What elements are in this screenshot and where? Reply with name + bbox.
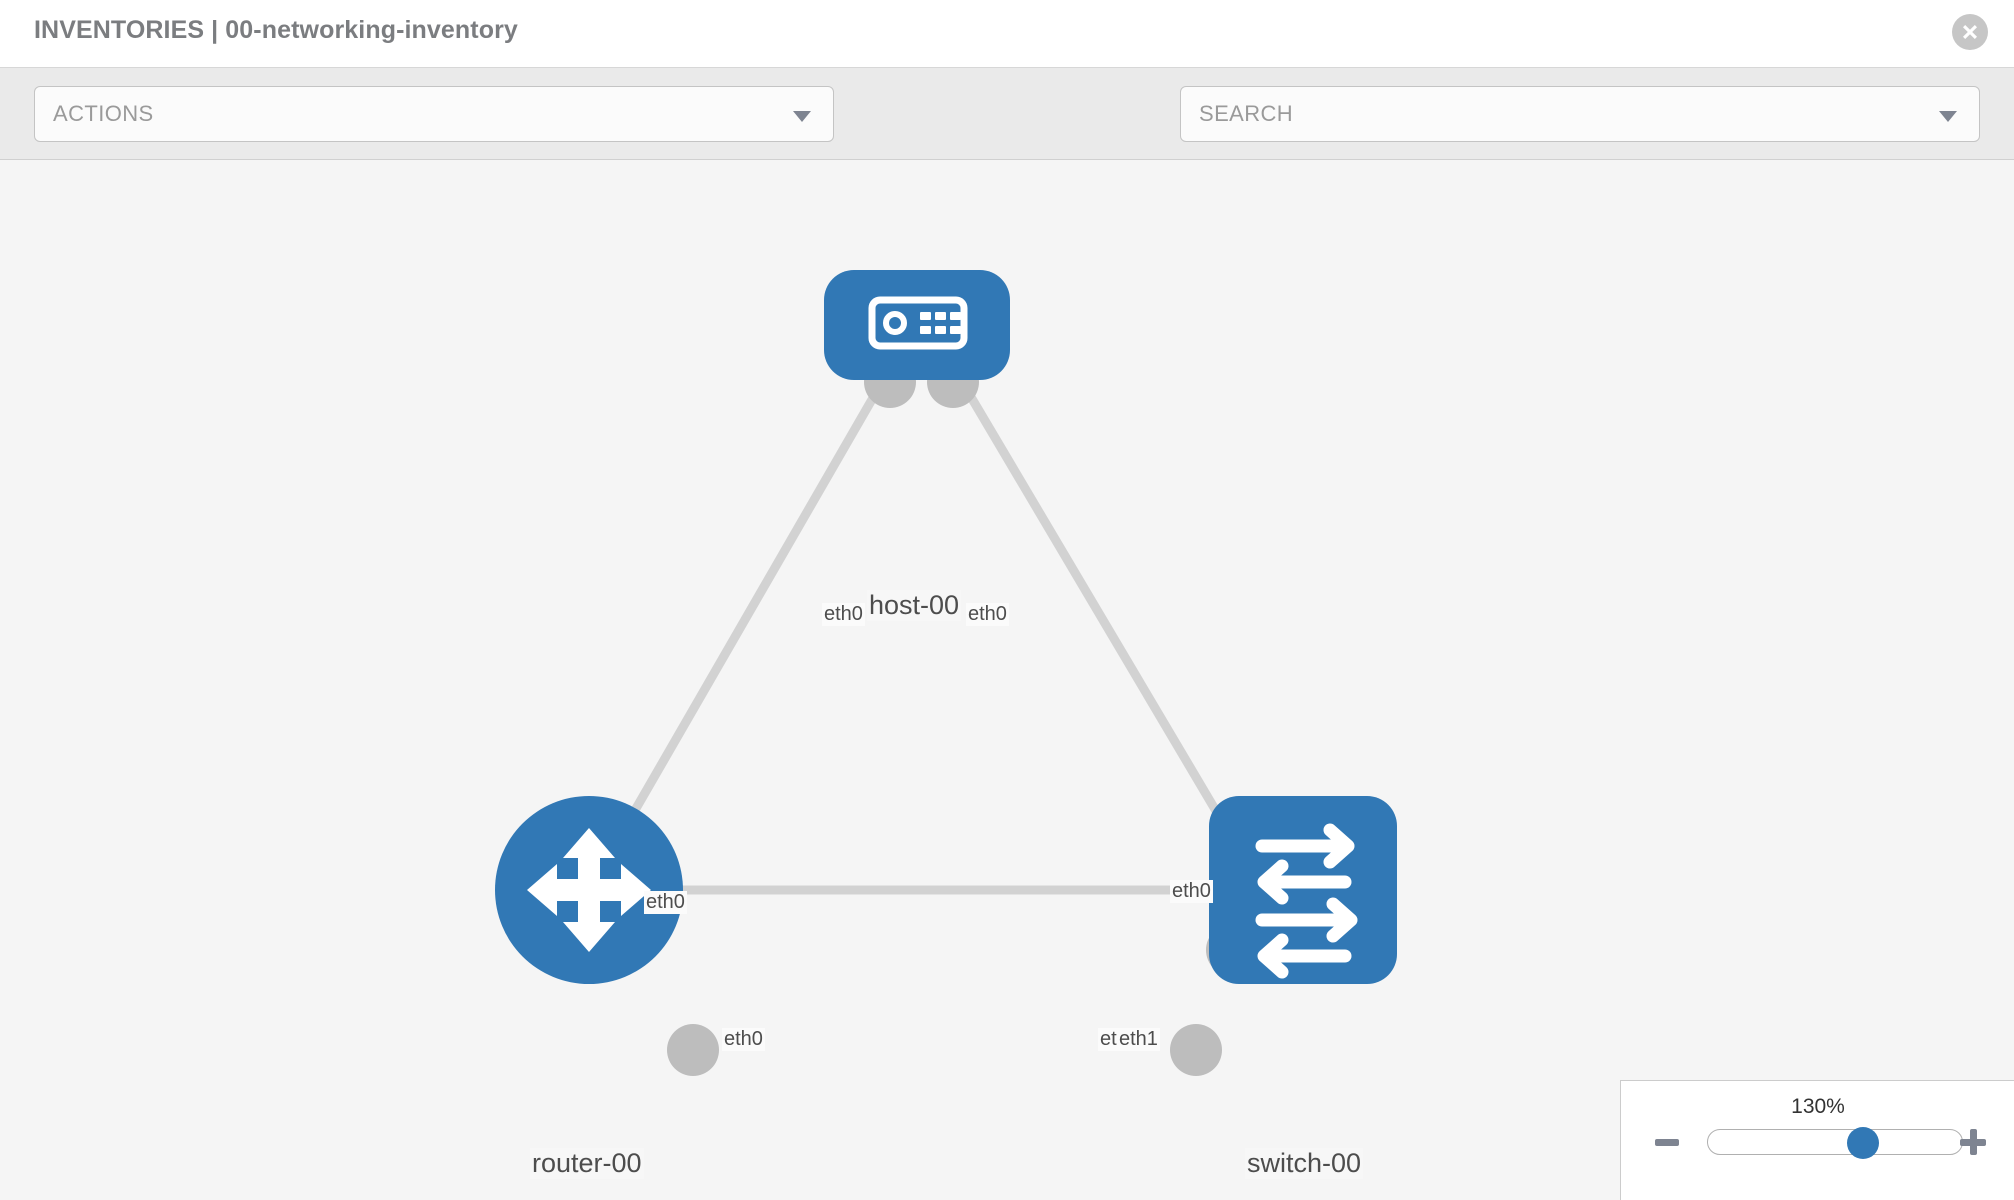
node-router-00 [495, 796, 683, 984]
search-chevron-down-icon[interactable] [1939, 111, 1957, 122]
topology-graph [495, 270, 1397, 1076]
node-label-router-00: router-00 [530, 1148, 644, 1179]
iface-label: eth0 [966, 603, 1009, 626]
close-icon[interactable] [1952, 14, 1988, 50]
page-title: INVENTORIES | 00-networking-inventory [34, 16, 518, 44]
node-label-switch-00: switch-00 [1245, 1148, 1364, 1179]
edge-host00-switch00 [951, 367, 1249, 863]
search-input[interactable]: SEARCH [1180, 86, 1980, 142]
chevron-down-icon [793, 111, 811, 122]
topology-edges [585, 367, 1265, 895]
node-label-host-00: host-00 [867, 590, 962, 621]
iface-label: eth0 [722, 1028, 765, 1051]
zoom-slider[interactable] [1707, 1127, 1963, 1159]
iface-label: eth1 [1117, 1028, 1160, 1051]
iface-label: eth0 [822, 603, 865, 626]
topology-canvas[interactable]: eth0 eth0 eth0 eth0 eth0 eth0 eth1 host-… [0, 160, 2014, 1200]
search-placeholder: SEARCH [1199, 101, 1294, 126]
actions-dropdown-label: ACTIONS [53, 101, 154, 126]
zoom-slider-thumb[interactable] [1846, 1127, 1879, 1159]
node-host-00 [824, 270, 1010, 380]
node-switch-00 [1209, 796, 1397, 984]
minus-icon[interactable] [1655, 1139, 1679, 1146]
connector-switch00-left [1170, 1024, 1222, 1076]
page-header: INVENTORIES | 00-networking-inventory [0, 0, 2014, 68]
iface-label: eth0 [1170, 880, 1213, 903]
zoom-control-panel: 130% [1620, 1080, 2014, 1200]
topology-connectors [667, 356, 1258, 1076]
toolbar: ACTIONS SEARCH [0, 68, 2014, 198]
iface-label: eth0 [644, 891, 687, 914]
actions-dropdown[interactable]: ACTIONS [34, 86, 834, 142]
connector-router00-right [667, 1024, 719, 1076]
edge-host00-router00 [585, 367, 893, 893]
zoom-level-value: 130% [1791, 1095, 1845, 1118]
plus-icon[interactable] [1960, 1129, 1986, 1155]
